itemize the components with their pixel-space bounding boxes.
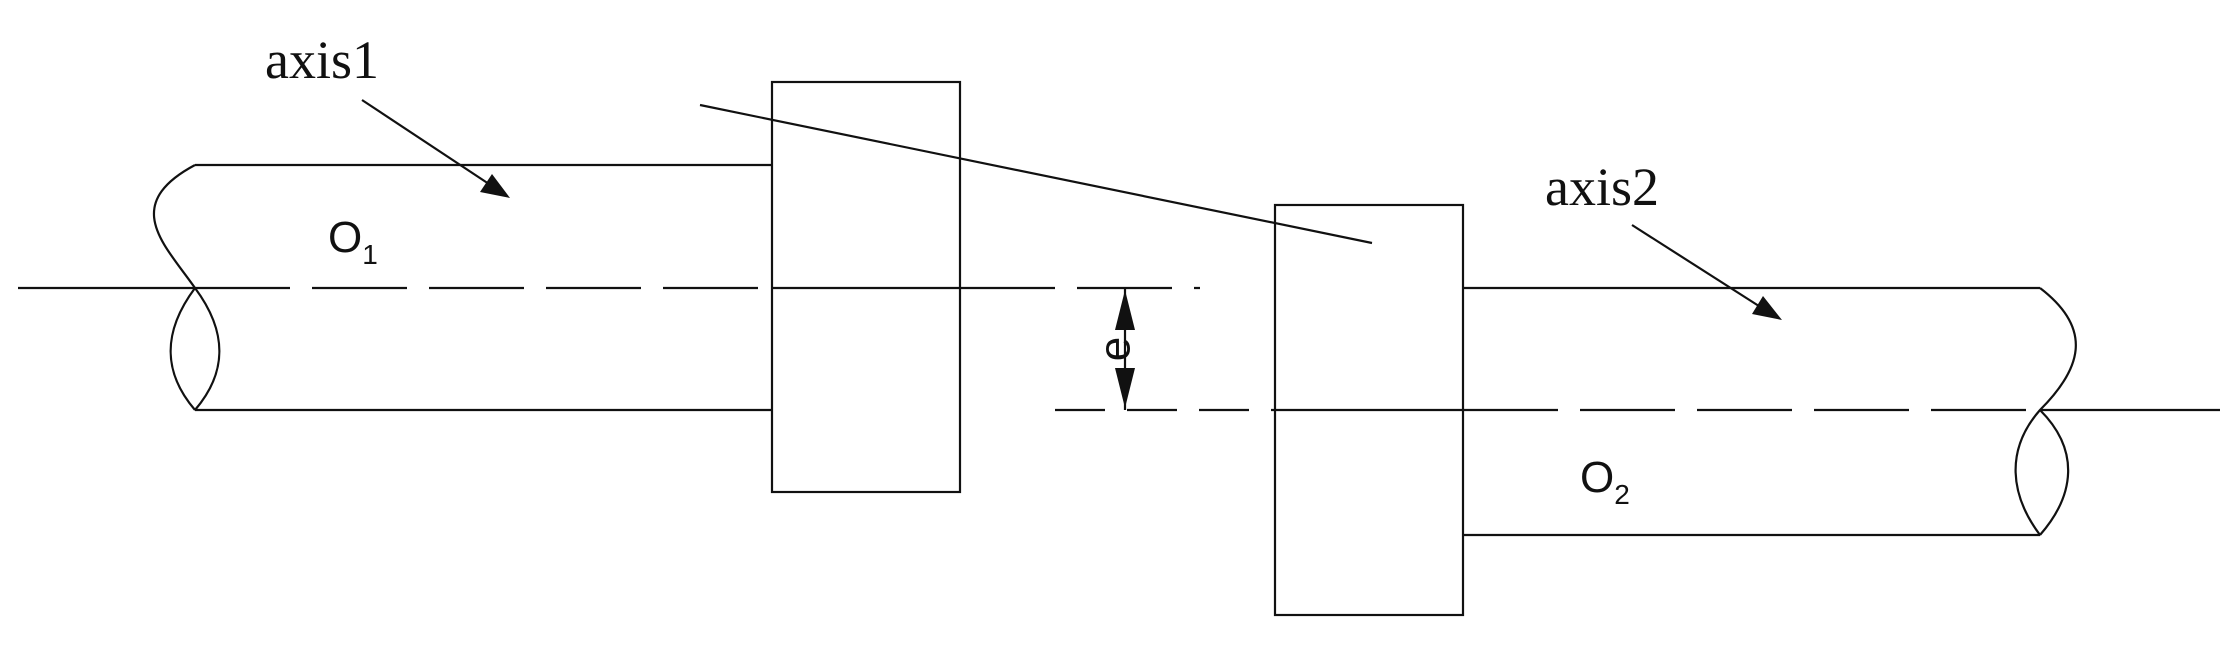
center-2-subscript: 2: [1614, 479, 1630, 510]
shaft-2: [1463, 286, 2077, 537]
offset-label: e: [1091, 337, 1140, 361]
axis2-leader-arrow: [1631, 224, 1782, 320]
shaft-2-break-line: [2014, 287, 2077, 536]
offset-arrow-up: [1115, 290, 1135, 330]
center-2-letter: O: [1580, 453, 1614, 502]
inclined-reference-line: [699, 103, 1373, 245]
center-2-label: O2: [1580, 453, 1630, 510]
axis2-label: axis2: [1545, 157, 1659, 217]
center-1-subscript: 1: [362, 239, 378, 270]
center-1-letter: O: [328, 213, 362, 262]
center-1-label: O1: [328, 213, 378, 270]
axis1-leader-arrow: [361, 99, 510, 198]
offset-dimension: e: [1091, 288, 1140, 410]
axis1-label: axis1: [265, 30, 379, 90]
offset-arrow-down: [1115, 368, 1135, 408]
